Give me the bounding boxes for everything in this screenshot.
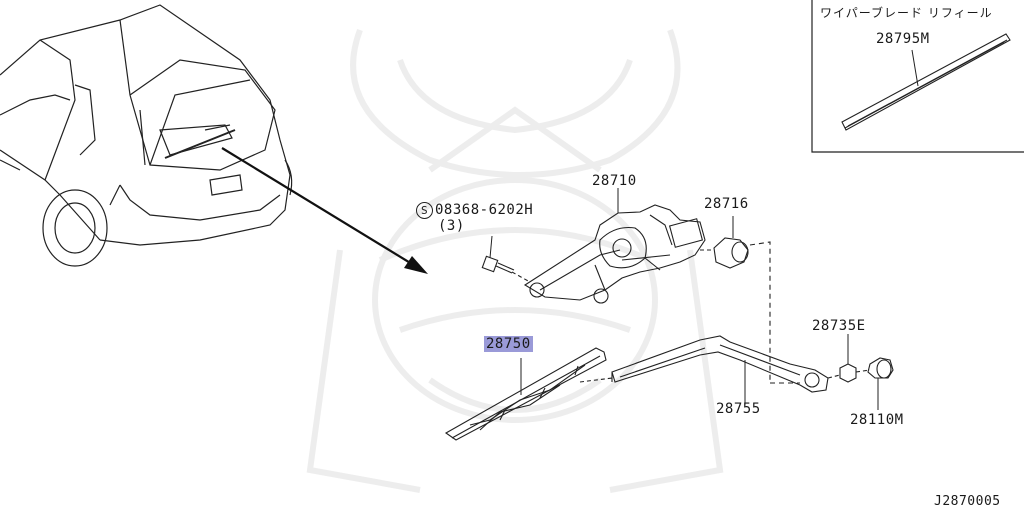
part-label-arm-cap: 28110M xyxy=(850,412,904,428)
bolt-quantity: (3) xyxy=(438,218,465,234)
wiper-arm xyxy=(579,335,841,405)
blade-highlight: 28750 xyxy=(484,336,533,352)
cap-28716 xyxy=(700,216,771,383)
diagram-id: J2870005 xyxy=(934,494,1001,509)
wiper-motor-assembly xyxy=(523,188,706,304)
refill-inset-box xyxy=(811,0,1024,153)
bolt-code: 08368-6202H xyxy=(435,202,534,218)
watermark-emblem xyxy=(306,28,724,493)
part-label-blade: 28750 xyxy=(484,336,533,352)
location-arrow xyxy=(221,147,428,274)
part-label-cap: 28716 xyxy=(704,196,749,212)
part-label-nut: 28735E xyxy=(812,318,866,334)
arm-cap-28110M xyxy=(867,357,894,410)
vehicle-illustration xyxy=(0,4,293,267)
part-label-arm: 28755 xyxy=(716,401,761,417)
part-label-motor: 28710 xyxy=(592,173,637,189)
bolt-08368 xyxy=(481,235,531,283)
wiper-blade xyxy=(444,347,607,441)
part-label-28795M: 28795M xyxy=(876,31,930,47)
inset-title: ワイパーブレード リフィール xyxy=(820,6,993,20)
s-circle-icon: S xyxy=(416,202,433,219)
nut-28735E xyxy=(839,334,871,383)
wiper-refill-strip xyxy=(841,33,1011,131)
